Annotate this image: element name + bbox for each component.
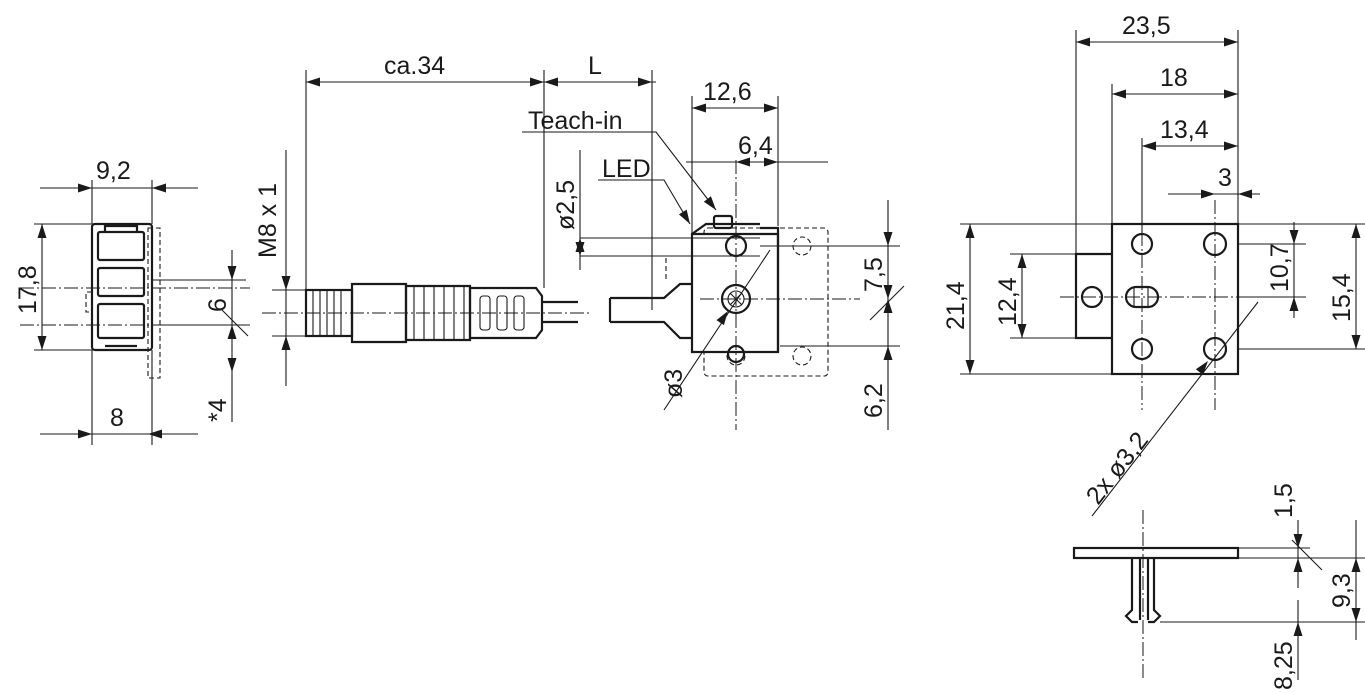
bracket-width-total-label: 23,5: [1122, 12, 1171, 40]
plate-thickness-label: 1,5: [1270, 483, 1298, 518]
sensor-width-total-label: 12,6: [703, 78, 752, 106]
end-offset-label: *4: [204, 398, 232, 422]
clip-depth-label: 8,25: [1270, 641, 1298, 690]
length-param-label: L: [588, 52, 602, 80]
sensor-height-upper-label: 7,5: [860, 257, 888, 292]
end-width-label: 9,2: [96, 157, 131, 185]
bracket-height-a-label: 12,4: [994, 277, 1022, 326]
end-base-label: 8: [110, 404, 124, 432]
end-height-label: 17,8: [14, 265, 42, 314]
thread-label: M8 x 1: [254, 183, 282, 258]
sensor-view: Teach-in LED 12,6 6,4 ø2,5 ø3 7,5 6,2: [522, 78, 905, 430]
end-pitch-label: 6: [204, 298, 232, 312]
clip-height-label: 9,3: [1328, 573, 1356, 608]
end-view: 9,2 17,8 6 *4 8: [14, 157, 250, 445]
sensor-height-lower-label: 6,2: [860, 383, 888, 418]
bracket-width-a-label: 18: [1160, 64, 1188, 92]
cable-length-label: ca.34: [384, 52, 445, 80]
bracket-height-total-label: 21,4: [942, 281, 970, 330]
cable-view: ca.34 L M8 x 1: [254, 52, 656, 386]
teach-in-label: Teach-in: [528, 107, 623, 135]
bracket-height-c-label: 15,4: [1328, 273, 1356, 322]
bracket-side-view: 1,5 9,3 8,25: [1072, 483, 1365, 690]
bracket-holes-label: 2x ø3,2: [1081, 427, 1154, 510]
lens-diameter-label: ø3: [660, 369, 688, 398]
sensor-width-partial-label: 6,4: [738, 132, 773, 160]
bracket-view: 23,5 18 13,4 3 21,4 12,4 10,7 15,4 2x ø3…: [942, 12, 1365, 517]
bracket-hole-offset-label: 3: [1218, 164, 1232, 192]
bracket-height-b-label: 10,7: [1266, 243, 1294, 292]
led-diameter-label: ø2,5: [552, 180, 580, 230]
bracket-width-b-label: 13,4: [1160, 116, 1209, 144]
led-label: LED: [602, 155, 651, 183]
